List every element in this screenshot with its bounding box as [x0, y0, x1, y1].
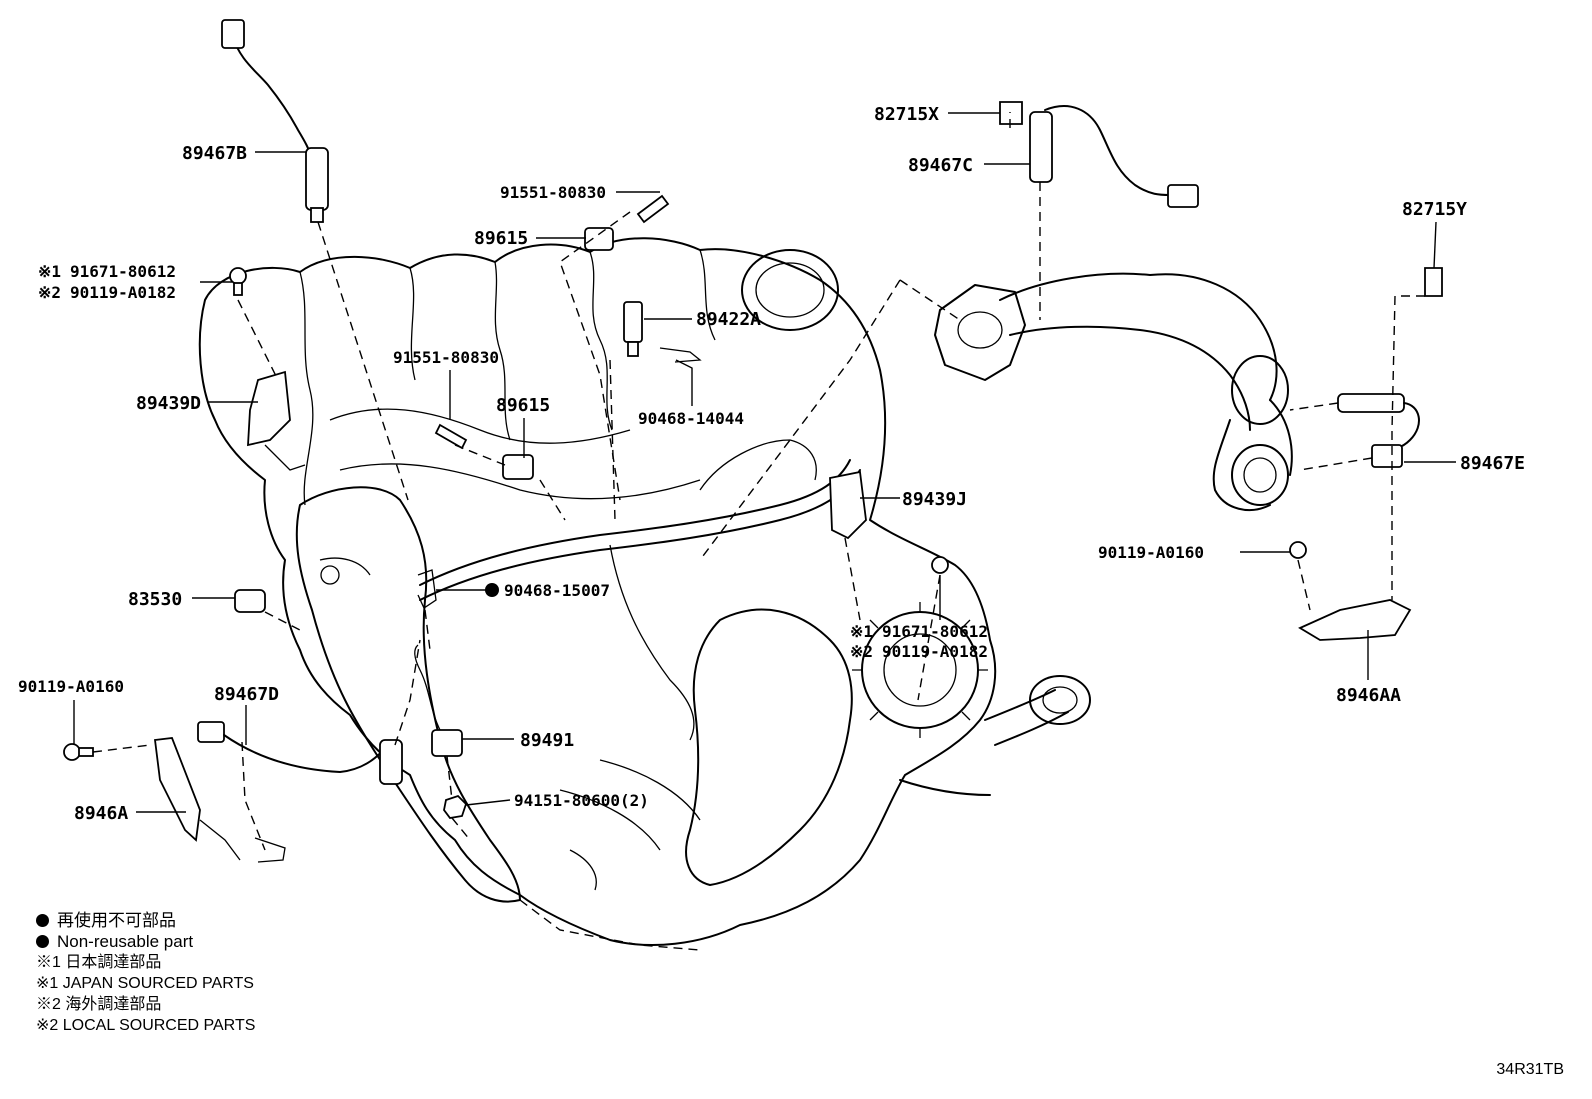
label-90468-15007: 90468-15007 [504, 581, 610, 600]
clip-8946A [254, 837, 286, 863]
legend-japan-en: ※1 JAPAN SOURCED PARTS [36, 975, 254, 992]
bolt-90119-A0160-r [1289, 541, 1307, 559]
sensor-89491-wire [414, 644, 441, 731]
label-90468-14044: 90468-14044 [638, 409, 744, 428]
parts [63, 19, 1443, 863]
bolt-91671-b [931, 556, 949, 574]
label-90119-mark-b: ※2 [850, 642, 873, 661]
legend-dot-icon [36, 935, 49, 948]
label-91671-80612-b: 91671-80612 [882, 622, 988, 641]
bolt-91551-b [434, 423, 468, 450]
assembly-lines [92, 112, 1425, 951]
label-90119-A0160-right: 90119-A0160 [1098, 543, 1204, 562]
label-82715X: 82715X [874, 104, 939, 125]
label-91671-80612-a: 91671-80612 [70, 262, 176, 281]
bolt-90119-A0160-l-shank [78, 747, 94, 757]
label-90119-A0182-b: 90119-A0182 [882, 642, 988, 661]
label-82715Y: 82715Y [1402, 199, 1467, 220]
engine-assembly [198, 237, 1293, 946]
label-90119-A0160-left: 90119-A0160 [18, 677, 124, 696]
sensor-89422A-tip [627, 341, 639, 357]
bracket-89439D-clip [264, 444, 306, 471]
label-89615-a: 89615 [474, 228, 528, 249]
label-89422A: 89422A [696, 309, 761, 330]
label-89439D: 89439D [136, 393, 201, 414]
sensor-wire-89467D [223, 734, 386, 773]
label-89439J: 89439J [902, 489, 967, 510]
leader-lines [73, 112, 1456, 813]
bracket-8946AA [1298, 599, 1412, 641]
bolt-90119-A0160-l [63, 743, 81, 761]
bracket-89439J [829, 470, 867, 540]
sensor-89467B [305, 147, 329, 211]
nut-94151 [443, 794, 468, 819]
bracket-8946A-tab [199, 819, 241, 861]
bolt-91671-a-shank [233, 282, 243, 296]
non-reusable-dot [485, 583, 499, 597]
label-83530: 83530 [128, 589, 182, 610]
label-89467D: 89467D [214, 684, 279, 705]
connector-89467D [197, 721, 225, 743]
legend-nonreusable-jp: 再使用不可部品 [57, 911, 176, 930]
label-94151-80600: 94151-80600(2) [514, 791, 649, 810]
connector-89467E [1371, 444, 1403, 468]
sensor-wire-89467B [231, 34, 313, 161]
clamp-82715X [999, 101, 1023, 125]
legend-dot-icon [36, 914, 49, 927]
bolt-91551-a [636, 194, 670, 224]
legend: 再使用不可部品 Non-reusable part ※1 日本調達部品 ※1 J… [36, 910, 255, 1036]
drawing-code: 34R31TB [1496, 1061, 1564, 1078]
label-89467E: 89467E [1460, 453, 1525, 474]
label-89467C: 89467C [908, 155, 973, 176]
clip-90468-14044 [659, 347, 702, 363]
bracket-89439D [247, 370, 291, 447]
sensor-89467E [1337, 393, 1405, 413]
sensor-89467D [379, 739, 403, 785]
sensor-wire-89467C [1044, 105, 1171, 196]
sensor-89615-a [584, 227, 614, 251]
connector-89467C [1167, 184, 1199, 208]
legend-nonreusable-en-row: Non-reusable part [36, 931, 255, 952]
clip-90468-15007 [417, 569, 437, 609]
bracket-8946A [153, 737, 201, 842]
sensor-89491 [431, 729, 463, 757]
legend-local-en: ※2 LOCAL SOURCED PARTS [36, 1017, 256, 1034]
legend-nonreusable-jp-row: 再使用不可部品 [36, 910, 255, 931]
bolt-91671-a [229, 267, 247, 285]
sensor-89615-b [502, 454, 534, 480]
part-labels: 89467B 91551-80830 89615 ※1 91671-80612 … [18, 104, 1525, 824]
label-89615-b: 89615 [496, 395, 550, 416]
label-89467B: 89467B [182, 143, 247, 164]
label-91551-80830-b: 91551-80830 [393, 348, 499, 367]
legend-nonreusable-en: Non-reusable part [57, 932, 194, 951]
label-90119-A0182-a: 90119-A0182 [70, 283, 176, 302]
label-91671-mark-b: ※1 [850, 622, 873, 641]
label-91551-80830-a: 91551-80830 [500, 183, 606, 202]
sensor-tip-89467B [310, 207, 324, 223]
sensor-89422A [623, 301, 643, 343]
switch-83530 [234, 589, 266, 613]
legend-local-jp: ※2 海外調達部品 [36, 996, 162, 1013]
connector-89467B [221, 19, 245, 49]
label-91671-mark-a: ※1 [38, 262, 61, 281]
clamp-82715Y [1424, 267, 1443, 297]
label-8946AA: 8946AA [1336, 685, 1401, 706]
label-90119-mark-a: ※2 [38, 283, 61, 302]
legend-japan-jp: ※1 日本調達部品 [36, 954, 162, 971]
sensor-89467C [1029, 111, 1053, 183]
label-89491: 89491 [520, 730, 574, 751]
label-8946A: 8946A [74, 803, 128, 824]
